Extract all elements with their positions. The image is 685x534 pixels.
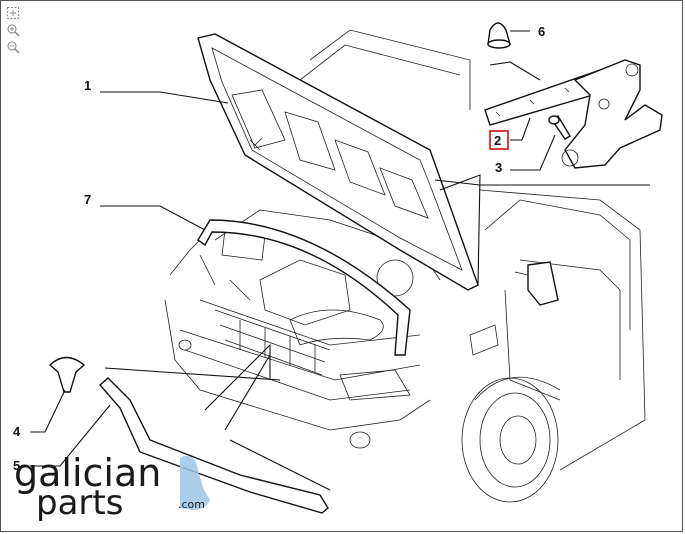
logo-line1: galician bbox=[14, 451, 161, 495]
bonnet-part[interactable] bbox=[197, 33, 479, 291]
zoom-out-icon[interactable] bbox=[6, 40, 20, 54]
logo-line2: parts bbox=[36, 483, 123, 523]
clip-part[interactable] bbox=[48, 356, 86, 393]
zoom-in-icon[interactable] bbox=[6, 23, 20, 37]
hinge-part[interactable] bbox=[484, 59, 663, 169]
callout-2-highlight[interactable]: 2 bbox=[489, 130, 509, 150]
callout-7[interactable]: 7 bbox=[84, 192, 91, 207]
bolt-part[interactable] bbox=[548, 115, 571, 140]
bonnet-seal-part[interactable] bbox=[197, 219, 411, 356]
viewer-toolbar bbox=[6, 6, 22, 57]
trim-strip-part[interactable] bbox=[99, 377, 329, 514]
galicianparts-logo: galician parts .com bbox=[14, 451, 210, 523]
callout-1[interactable]: 1 bbox=[84, 78, 91, 93]
highlight-box bbox=[489, 130, 509, 150]
rubber-buffer-part[interactable] bbox=[487, 22, 511, 49]
callout-6[interactable]: 6 bbox=[538, 24, 545, 39]
logo-suffix: .com bbox=[178, 498, 205, 511]
callout-5[interactable]: 5 bbox=[13, 458, 20, 473]
van-body bbox=[164, 29, 646, 503]
callout-2[interactable]: 2 bbox=[494, 133, 501, 148]
fit-icon[interactable] bbox=[6, 6, 20, 20]
callout-4[interactable]: 4 bbox=[13, 424, 21, 439]
leader-lines bbox=[30, 30, 650, 491]
callout-3[interactable]: 3 bbox=[495, 160, 502, 175]
logo-accent-shape bbox=[180, 455, 210, 510]
